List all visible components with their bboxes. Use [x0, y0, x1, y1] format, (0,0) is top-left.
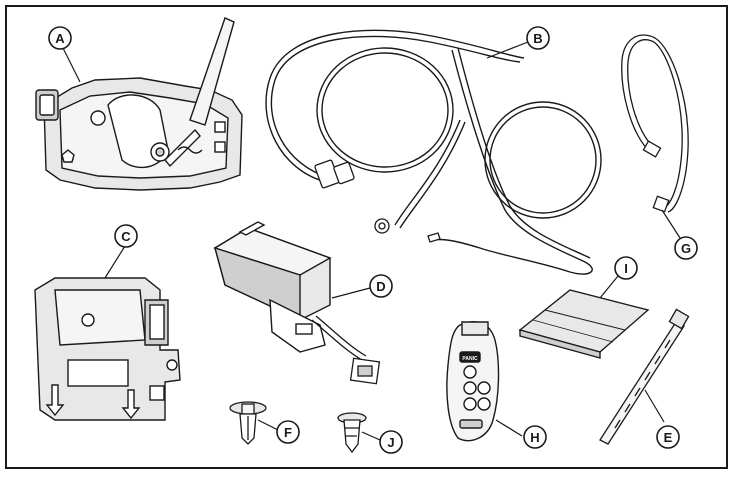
callout-b-label: B [533, 31, 542, 46]
key-fob-icon: PANIC [446, 321, 500, 442]
panic-button-label: PANIC [462, 356, 478, 362]
diagram-border [5, 5, 728, 469]
callout-g: G [674, 236, 698, 260]
callout-d-label: D [376, 279, 385, 294]
callout-i: I [614, 256, 638, 280]
callout-b: B [526, 26, 550, 50]
push-pin-icon [229, 401, 267, 445]
harness-connector-icon [314, 159, 441, 243]
wiring-harness-icon [265, 29, 602, 275]
leader-line-h [495, 419, 523, 437]
callout-g-label: G [681, 241, 691, 256]
callout-d: D [369, 274, 393, 298]
callout-f-label: F [284, 425, 292, 440]
callout-c: C [114, 224, 138, 248]
callout-h-label: H [530, 430, 539, 445]
cable-tie-icon [599, 308, 690, 445]
leader-line-b [486, 41, 529, 59]
leader-line-g [661, 209, 681, 239]
leader-line-e [644, 389, 665, 423]
callout-e-label: E [664, 430, 673, 445]
alarm-module-icon [34, 277, 181, 421]
callout-h: H [523, 425, 547, 449]
callout-a-label: A [55, 31, 65, 46]
pad-icon [518, 289, 650, 359]
callout-i-label: I [624, 261, 628, 276]
callout-j: J [379, 430, 403, 454]
callout-j-label: J [387, 435, 394, 450]
callout-e: E [656, 425, 680, 449]
leader-line-f [257, 419, 279, 431]
leader-line-c [104, 245, 126, 279]
callout-f: F [276, 420, 300, 444]
ground-wire-icon [621, 34, 689, 213]
clip-icon [337, 412, 367, 454]
leader-line-j [361, 431, 381, 441]
leader-line-i [599, 275, 619, 299]
callout-a: A [48, 26, 72, 50]
leader-line-d [331, 287, 371, 299]
receiver-module-icon [213, 221, 332, 353]
leader-line-a [61, 45, 81, 83]
hood-latch-icon [35, 17, 243, 191]
receiver-cable-icon [311, 315, 381, 385]
callout-c-label: C [121, 229, 131, 244]
